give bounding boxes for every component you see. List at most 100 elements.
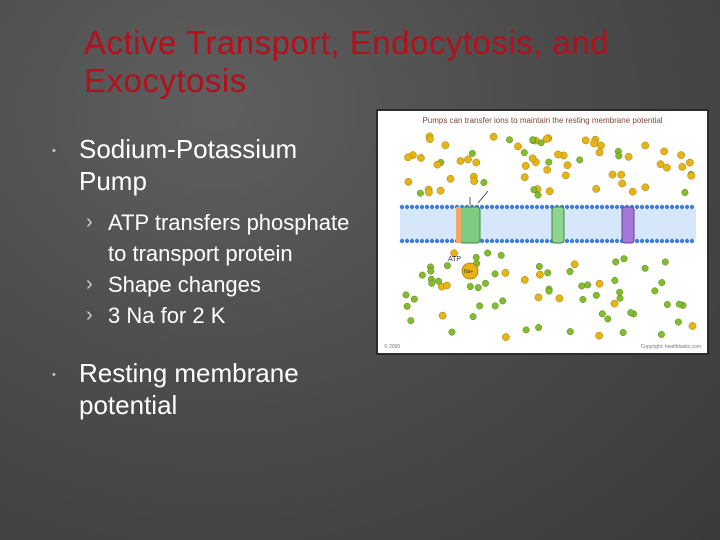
sodium-ion — [656, 160, 665, 169]
phospholipid-head — [564, 204, 570, 210]
phospholipid-head — [564, 238, 570, 244]
phospholipid-head — [654, 238, 660, 244]
potassium-ion — [466, 283, 474, 290]
potassium-ion — [469, 313, 477, 321]
potassium-ion — [491, 270, 499, 278]
potassium-ion — [681, 189, 689, 196]
potassium-ion — [615, 152, 623, 160]
phospholipid-head — [684, 204, 690, 210]
bullet-icon: • — [52, 369, 56, 381]
phospholipid-head — [609, 238, 615, 244]
atp-label: ATP — [448, 256, 461, 263]
potassium-ion — [620, 255, 628, 263]
potassium-ion — [566, 328, 574, 336]
phospholipid-head — [654, 204, 660, 210]
figure-caption: Pumps can transfer ions to maintain the … — [422, 116, 663, 125]
phospholipid-head — [539, 238, 545, 244]
potassium-ion — [435, 277, 442, 285]
phospholipid-head — [484, 238, 490, 244]
potassium-ion — [611, 277, 619, 284]
phospholipid-head — [499, 204, 505, 210]
potassium-ion — [576, 156, 584, 164]
slide-title: Active Transport, Endocytosis, and Exocy… — [84, 24, 610, 99]
potassium-ion — [598, 310, 606, 318]
phospholipid-head — [584, 238, 590, 244]
atp-sodium-ion — [461, 262, 479, 280]
phospholipid-head — [499, 238, 505, 244]
sodium-ion — [542, 135, 551, 143]
phospholipid-head — [634, 204, 640, 210]
potassium-ion — [403, 302, 411, 310]
sodium-ion — [628, 187, 637, 196]
potassium-ion — [545, 158, 553, 166]
sodium-ion — [663, 163, 671, 172]
sodium-ion — [610, 299, 619, 308]
phospholipid-head — [524, 238, 530, 244]
phospholipid-head — [689, 204, 695, 210]
pump-protein-green — [459, 206, 481, 244]
sodium-ion — [597, 141, 605, 150]
sodium-ion — [514, 142, 522, 151]
sodium-ion — [446, 174, 455, 183]
phospholipid-head — [589, 238, 595, 244]
sodium-ion — [641, 183, 650, 192]
sodium-ion — [438, 311, 447, 320]
phospholipid-head — [429, 204, 435, 210]
potassium-ion — [578, 282, 586, 290]
potassium-ion — [443, 262, 451, 270]
potassium-ion — [616, 294, 624, 302]
phospholipid-head — [679, 204, 685, 210]
sodium-ion — [502, 333, 510, 341]
sodium-ion — [404, 178, 413, 186]
sodium-ion — [555, 294, 564, 303]
potassium-ion — [491, 302, 499, 310]
phospholipid-head — [644, 238, 650, 244]
sodium-potassium-pump-figure: Pumps can transfer ions to maintain the … — [378, 111, 707, 353]
sodium-ion — [404, 153, 412, 162]
phospholipid-head — [444, 238, 450, 244]
sodium-ion — [570, 260, 579, 269]
sodium-ion — [687, 171, 696, 180]
sodium-ion — [545, 187, 554, 196]
potassium-ion — [657, 331, 665, 338]
phospholipid-head — [399, 238, 405, 244]
bullet-list: • Sodium-Potassium Pump › ATP transfers … — [52, 133, 352, 421]
potassium-ion — [604, 315, 612, 323]
sodium-ion — [520, 276, 529, 284]
potassium-ion — [579, 296, 587, 303]
phospholipid-head — [434, 238, 440, 244]
sodium-ion — [417, 154, 425, 162]
bullet-text: Sodium-Potassium Pump — [79, 134, 298, 196]
figure-footer-right: Copyright: healthtastic.com — [640, 344, 701, 350]
phospholipid-head — [659, 204, 665, 210]
phospholipid-head — [424, 204, 430, 210]
bullet-icon: • — [52, 145, 56, 157]
phospholipid-head — [574, 238, 580, 244]
phospholipid-head — [534, 238, 540, 244]
phospholipid-head — [674, 238, 680, 244]
sodium-ion — [528, 154, 537, 163]
sub-bullet-shape: › Shape changes — [52, 269, 352, 300]
sodium-ion — [590, 139, 598, 148]
sodium-ion — [521, 162, 530, 170]
phospholipid-head — [449, 238, 455, 244]
potassium-ion — [506, 136, 513, 144]
sodium-ion — [563, 161, 572, 170]
potassium-ion — [612, 258, 620, 266]
ions — [402, 132, 697, 341]
potassium-ion — [535, 263, 543, 270]
potassium-ion — [627, 309, 635, 317]
potassium-ion — [472, 253, 480, 261]
phospholipid-head — [579, 204, 585, 210]
sodium-ion — [472, 158, 481, 167]
potassium-ion — [545, 287, 553, 295]
na-label: Na+ — [464, 269, 473, 275]
sodium-ion — [543, 165, 552, 174]
potassium-ion — [427, 267, 435, 275]
phospholipid-head — [419, 204, 425, 210]
phospholipid-head — [579, 238, 585, 244]
sodium-ion — [425, 188, 433, 197]
phospholipid-head — [514, 238, 520, 244]
sodium-ion — [464, 155, 472, 164]
